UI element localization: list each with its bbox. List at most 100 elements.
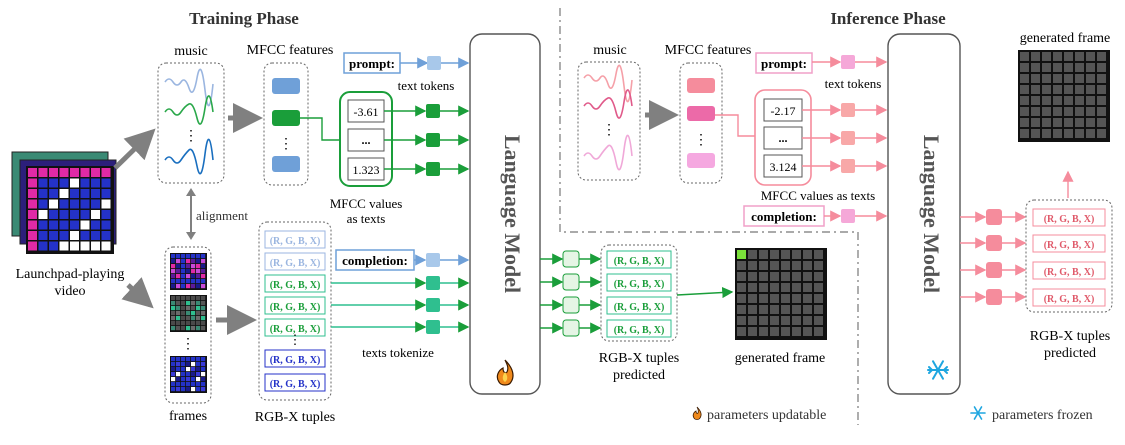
- predicted-tuple-box: [1032, 261, 1106, 280]
- train-predicted-list: (R, G, B, X) (R, G, B, X) (R, G, B, X) (R, …: [606, 250, 672, 338]
- train-tuple-box: [264, 296, 326, 315]
- train-tuple-text: (R, G, B, X): [270, 324, 321, 335]
- frames-box: [164, 246, 212, 404]
- train-values-box: [339, 91, 393, 187]
- predicted-tuple-text: (R, G, B, X): [1044, 267, 1095, 278]
- infer-text-tokens-label: text tokens: [825, 76, 882, 91]
- train-completion-token: [426, 253, 440, 267]
- legend-flame-icon: [692, 406, 702, 420]
- predicted-tuple-text: (R, G, B, X): [614, 302, 665, 313]
- training-phase-title: Training Phase: [189, 9, 299, 28]
- infer-predicted-list: (R, G, B, X) (R, G, B, X) (R, G, B, X) (R, …: [1032, 208, 1106, 307]
- infer-predicted-label-2: predicted: [1044, 346, 1096, 361]
- predicted-tuple-box: [606, 250, 672, 269]
- infer-mfcc-bar-2: [687, 106, 715, 121]
- predicted-tuple-text: (R, G, B, X): [1044, 294, 1095, 305]
- frame-thumb-2: [170, 295, 207, 332]
- train-value-3: 1.323: [353, 163, 380, 177]
- train-music-label: music: [174, 44, 207, 59]
- train-prompt-token: [427, 56, 441, 70]
- infer-wave-2: [583, 89, 633, 119]
- predicted-tuple-text: (R, G, B, X): [1044, 214, 1095, 225]
- train-tuple-text: (R, G, B, X): [270, 280, 321, 291]
- train-mfcc-bar-3: [272, 156, 300, 172]
- video-label-2: video: [54, 284, 85, 299]
- predicted-tuple-text: (R, G, B, X): [614, 279, 665, 290]
- tokenize-label: texts tokenize: [362, 345, 434, 360]
- infer-prompt-token: [841, 55, 855, 69]
- train-tuple-tokens: [331, 276, 470, 334]
- frame-thumb-3: [170, 356, 207, 393]
- flame-icon: [496, 359, 514, 386]
- frame-thumb-1: [170, 253, 207, 290]
- train-tuple-text: (R, G, B, X): [270, 355, 321, 366]
- infer-model-label: Language Model: [919, 135, 944, 293]
- train-tuple-text: (R, G, B, X): [270, 302, 321, 313]
- infer-predicted-box: [1025, 199, 1113, 313]
- alignment-label: alignment: [196, 208, 248, 223]
- predicted-tuple-text: (R, G, B, X): [614, 256, 665, 267]
- infer-language-model: [887, 33, 961, 395]
- infer-generated-label: generated frame: [1020, 31, 1111, 46]
- train-music-dots: ⋮: [184, 129, 198, 144]
- train-tuple-text: (R, G, B, X): [270, 236, 321, 247]
- train-model-label: Language Model: [500, 135, 525, 293]
- infer-mfcc-label: MFCC features: [665, 43, 752, 58]
- infer-music-dots: ⋮: [602, 123, 616, 138]
- train-tuple-list: (R, G, B, X) (R, G, B, X) (R, G, B, X) (R, …: [264, 230, 326, 392]
- train-mfcc-dots: ⋮: [279, 137, 293, 152]
- infer-mfcc-connector: [715, 114, 755, 137]
- infer-prompt-box: [755, 52, 813, 74]
- train-tuple-box: [264, 230, 326, 249]
- train-value-2: ...: [362, 133, 371, 147]
- infer-mfcc-bar-1: [687, 78, 715, 93]
- train-tuple-box: [264, 373, 326, 392]
- snowflake-icon: [927, 360, 949, 380]
- infer-value-2: ...: [779, 131, 788, 145]
- train-tuple-box: [264, 252, 326, 271]
- infer-wave-1: [583, 64, 633, 103]
- train-generated-frame: [735, 248, 827, 340]
- train-completion-label: completion:: [342, 253, 408, 268]
- arrow-video-to-frames: [121, 277, 154, 309]
- train-tuple-box: [264, 318, 326, 337]
- train-tuple-dots: ⋮: [289, 332, 302, 347]
- train-mfcc-box: [263, 62, 309, 186]
- predicted-tuple-box: [1032, 208, 1106, 227]
- predicted-tuple-text: (R, G, B, X): [1044, 240, 1095, 251]
- train-values-caption-1: MFCC values: [330, 196, 403, 211]
- train-wave-3: [164, 138, 214, 175]
- predicted-tuple-box: [606, 296, 672, 315]
- infer-predicted-label-1: RGB-X tuples: [1030, 329, 1111, 344]
- train-tuple-box: [264, 274, 326, 293]
- infer-mfcc-box: [679, 62, 723, 184]
- train-predicted-label-2: predicted: [613, 368, 665, 383]
- predicted-tuple-box: [606, 319, 672, 338]
- infer-generated-frame: [1018, 50, 1110, 142]
- train-predicted-box: [600, 244, 678, 342]
- train-text-tokens-label: text tokens: [398, 78, 455, 93]
- predicted-tuple-box: [1032, 288, 1106, 307]
- train-values-caption-2: as texts: [347, 211, 386, 226]
- train-mfcc-bar-1: [272, 78, 300, 94]
- infer-output-tokens: [960, 209, 1027, 305]
- train-language-model: [469, 33, 541, 395]
- train-tuple-text: (R, G, B, X): [270, 379, 321, 390]
- train-wave-2: [164, 95, 214, 125]
- frames-label: frames: [169, 409, 207, 424]
- arrow-video-to-music: [113, 128, 156, 170]
- predicted-tuple-box: [606, 273, 672, 292]
- frames-dots: ⋮: [181, 337, 195, 352]
- legend-updatable: parameters updatable: [707, 408, 826, 423]
- train-mfcc-bar-2: [272, 110, 300, 126]
- train-mfcc-label: MFCC features: [247, 43, 334, 58]
- infer-prompt-label: prompt:: [761, 56, 807, 71]
- predicted-tuple-text: (R, G, B, X): [614, 325, 665, 336]
- train-tuple-box: [264, 349, 326, 368]
- predicted-tuple-box: [1032, 234, 1106, 253]
- infer-mfcc-bar-3: [687, 153, 715, 168]
- infer-music-label: music: [593, 43, 626, 58]
- train-tuples-box: [258, 221, 332, 401]
- train-value-tokens: [384, 104, 470, 176]
